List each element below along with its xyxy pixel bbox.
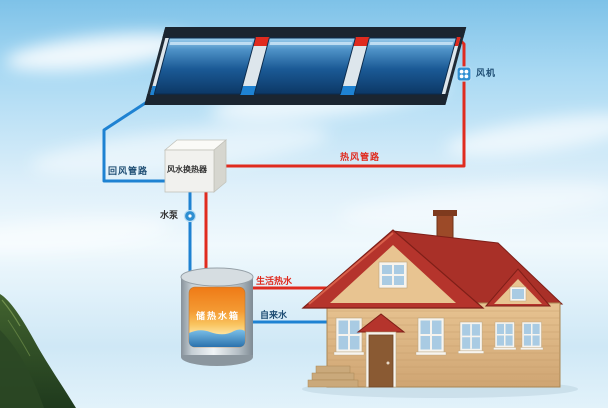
domestic-hot-water-label: 生活热水	[256, 276, 293, 286]
porch-steps	[307, 365, 359, 388]
hot-air-duct-label: 热风管路	[340, 152, 381, 162]
window	[333, 317, 365, 356]
pump-icon	[183, 209, 197, 223]
panel-sheen	[369, 42, 454, 45]
roof-highlight	[308, 232, 394, 305]
fan-label: 风机	[476, 68, 497, 78]
cold-header-segment	[340, 86, 357, 95]
fan-icon	[456, 66, 472, 82]
collector-panel	[253, 37, 356, 95]
attic-window	[378, 261, 408, 289]
storage-tank-label: 储热水箱	[196, 311, 241, 321]
collector-panels	[153, 37, 457, 95]
window	[457, 321, 485, 355]
storage-tank	[180, 267, 254, 366]
heat-exchanger-label: 风水换热器	[167, 165, 207, 174]
tap-water-label: 自来水	[260, 310, 288, 320]
hot-header-segment	[353, 37, 370, 46]
hot-header-segment	[253, 37, 270, 46]
house-illustration	[301, 210, 578, 398]
water-pump-label: 水泵	[160, 210, 179, 220]
return-air-pipe	[102, 98, 166, 183]
gablet-window	[509, 286, 527, 302]
mountain	[0, 294, 76, 408]
collector-top-manifold	[162, 27, 467, 38]
window	[519, 321, 544, 351]
front-door	[356, 313, 406, 388]
door-knob	[386, 361, 390, 365]
collector-bottom-manifold	[144, 94, 449, 105]
window	[492, 321, 517, 351]
cold-header-segment	[150, 86, 157, 95]
window	[415, 317, 447, 356]
collector-panel	[353, 37, 457, 95]
return-air-duct-label: 回风管路	[108, 166, 149, 176]
collector-panel	[153, 37, 256, 95]
heat-exchanger-box	[163, 139, 228, 193]
solar-collector-array	[144, 27, 467, 105]
cold-header-segment	[240, 86, 257, 95]
panel-sheen	[169, 42, 253, 45]
panel-sheen	[269, 42, 353, 45]
hot-header-segment	[454, 37, 461, 46]
